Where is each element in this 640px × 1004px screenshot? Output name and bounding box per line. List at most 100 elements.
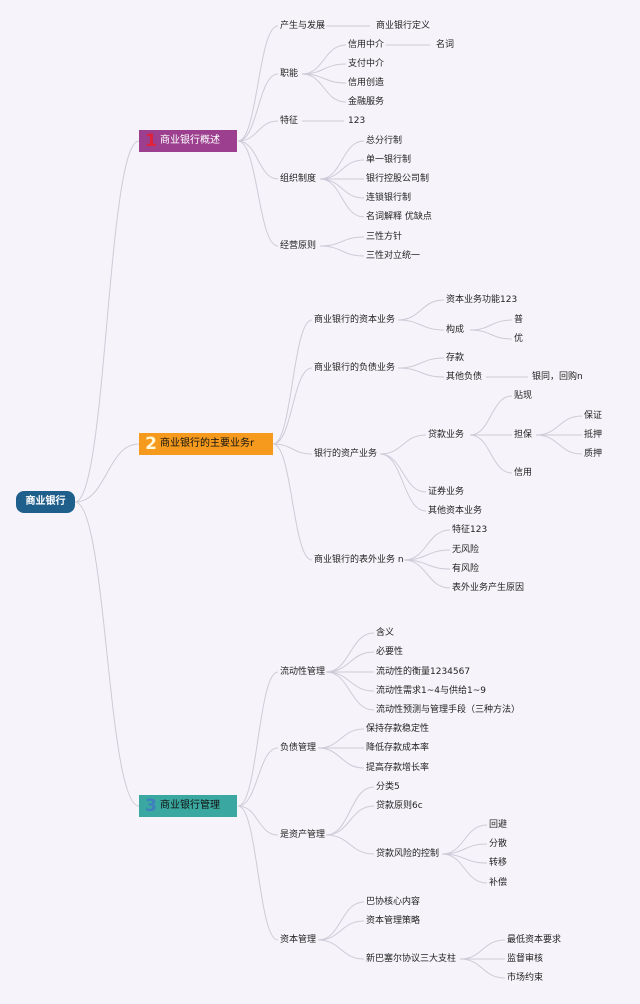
node-basel-core[interactable]: 巴协核心内容 — [366, 897, 421, 907]
node-org-3[interactable]: 银行控股公司制 — [366, 174, 430, 184]
node-risk-diversify[interactable]: 分散 — [489, 839, 508, 849]
node-risk-avoid[interactable]: 回避 — [489, 820, 508, 830]
connector — [403, 549, 451, 561]
branch-number: 3 — [145, 796, 157, 816]
node-securities[interactable]: 证券业务 — [428, 487, 465, 497]
node-capital-mgmt[interactable]: 资本管理 — [280, 935, 317, 945]
node-org-4[interactable]: 连锁银行制 — [366, 193, 412, 203]
connector — [237, 747, 279, 807]
node-guarantee-pledge[interactable]: 质押 — [584, 449, 603, 459]
node-risk-compensate[interactable]: 补偿 — [489, 878, 508, 888]
node-org-system[interactable]: 组织制度 — [280, 174, 317, 184]
node-offbs-feature[interactable]: 特征123 — [452, 525, 488, 535]
connector — [272, 367, 313, 445]
node-offbs-risk[interactable]: 有风险 — [452, 564, 480, 574]
node-principle-1[interactable]: 三性方针 — [366, 232, 403, 242]
node-liq-forecast[interactable]: 流动性预测与管理手段（三种方法） — [376, 705, 521, 715]
connector — [325, 786, 375, 836]
node-asset-business[interactable]: 银行的资产业务 — [314, 449, 378, 459]
node-func-credit[interactable]: 信用中介 — [348, 40, 385, 50]
node-liq-meaning[interactable]: 含义 — [376, 628, 395, 638]
node-guarantee-mortgage[interactable]: 抵押 — [584, 430, 603, 440]
connector — [317, 920, 365, 941]
node-capital-strategy[interactable]: 资本管理策略 — [366, 916, 421, 926]
connector — [325, 671, 375, 711]
branch-number: 2 — [145, 434, 157, 454]
node-liquidity-mgmt[interactable]: 流动性管理 — [280, 667, 326, 677]
node-func-term[interactable]: 名词 — [436, 40, 455, 50]
node-risk-transfer[interactable]: 转移 — [489, 858, 508, 868]
node-principle-2[interactable]: 三性对立统一 — [366, 251, 421, 261]
connector — [325, 651, 375, 673]
connector — [317, 747, 365, 769]
node-function[interactable]: 职能 — [280, 69, 299, 79]
node-org-5[interactable]: 名词解释 优缺点 — [366, 212, 432, 222]
node-func-creation[interactable]: 信用创造 — [348, 78, 385, 88]
node-loan-principle[interactable]: 贷款原则6c — [376, 801, 423, 811]
node-pillar-capital[interactable]: 最低资本要求 — [507, 935, 562, 945]
connector — [319, 159, 365, 180]
node-offbs-norisk[interactable]: 无风险 — [452, 545, 480, 555]
node-asset-mgmt[interactable]: 是资产管理 — [280, 830, 326, 840]
node-loan-risk-control[interactable]: 贷款风险的控制 — [376, 849, 440, 859]
node-off-balance[interactable]: 商业银行的表外业务 n — [314, 555, 404, 565]
connector — [469, 434, 513, 474]
connector — [319, 178, 365, 218]
connector — [319, 178, 365, 199]
branch-number: 1 — [145, 131, 157, 151]
node-offbs-reason[interactable]: 表外业务产生原因 — [452, 583, 525, 593]
node-capital-business[interactable]: 商业银行的资本业务 — [314, 315, 396, 325]
node-liability-business[interactable]: 商业银行的负债业务 — [314, 363, 396, 373]
node-capital-function[interactable]: 资本业务功能123 — [446, 295, 518, 305]
connector — [317, 939, 365, 960]
node-pillar-supervision[interactable]: 监督审核 — [507, 954, 544, 964]
connector — [397, 357, 445, 369]
node-pillar-market[interactable]: 市场约束 — [507, 973, 544, 983]
connector — [441, 843, 488, 855]
node-feature[interactable]: 特征 — [280, 116, 299, 126]
node-org-1[interactable]: 总分行制 — [366, 136, 403, 146]
node-capital-structure[interactable]: 构成 — [446, 325, 465, 335]
node-deposit[interactable]: 存款 — [446, 353, 465, 363]
node-guarantee-assurance[interactable]: 保证 — [584, 411, 603, 421]
connector — [301, 44, 347, 75]
connector — [441, 853, 488, 884]
node-asset-class[interactable]: 分类5 — [376, 782, 400, 792]
connector — [237, 805, 279, 941]
connector — [469, 395, 513, 436]
node-loan-business[interactable]: 贷款业务 — [428, 430, 465, 440]
node-other-assets[interactable]: 其他资本业务 — [428, 506, 483, 516]
node-guarantee[interactable]: 担保 — [514, 430, 533, 440]
node-func-service[interactable]: 金融服务 — [348, 97, 385, 107]
node-debt-growth[interactable]: 提高存款增长率 — [366, 763, 430, 773]
node-credit-loan[interactable]: 信用 — [514, 468, 533, 478]
node-origin[interactable]: 产生与发展 — [280, 21, 326, 31]
node-other-liability[interactable]: 其他负债 — [446, 372, 483, 382]
node-debt-mgmt[interactable]: 负债管理 — [280, 743, 317, 753]
node-func-payment[interactable]: 支付中介 — [348, 59, 385, 69]
node-origin-def[interactable]: 商业银行定义 — [376, 21, 431, 31]
node-interbank-repo[interactable]: 银同，回购n — [532, 372, 583, 382]
root-node[interactable]: 商业银行 — [16, 491, 75, 513]
node-liq-demand-supply[interactable]: 流动性需求1~4与供给1~9 — [376, 686, 486, 696]
node-debt-cost[interactable]: 降低存款成本率 — [366, 743, 430, 753]
connector — [397, 299, 445, 321]
node-liq-measure[interactable]: 流动性的衡量1234567 — [376, 667, 471, 677]
connector — [237, 73, 279, 142]
connector — [535, 415, 583, 436]
node-basel-pillars[interactable]: 新巴塞尔协议三大支柱 — [366, 954, 457, 964]
connector — [459, 958, 506, 979]
node-principle[interactable]: 经营原则 — [280, 241, 317, 251]
node-liq-necessity[interactable]: 必要性 — [376, 647, 404, 657]
connector — [325, 834, 375, 855]
node-org-2[interactable]: 单一银行制 — [366, 155, 412, 165]
node-capital-preferred[interactable]: 优 — [514, 334, 524, 344]
connector — [237, 120, 279, 142]
node-capital-common[interactable]: 普 — [514, 315, 524, 325]
node-feature-val[interactable]: 123 — [348, 116, 366, 126]
node-debt-stability[interactable]: 保持存款稳定性 — [366, 724, 430, 734]
node-discount[interactable]: 贴现 — [514, 391, 533, 401]
